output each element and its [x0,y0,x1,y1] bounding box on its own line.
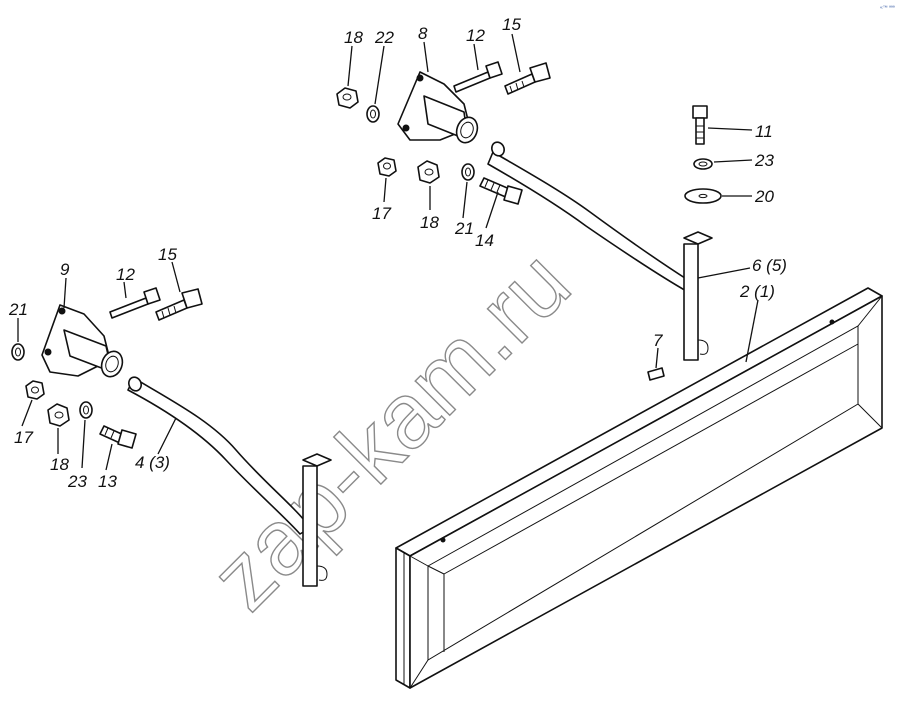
label-9: 9 [60,260,70,279]
part-22-washer [366,105,380,123]
label-21-mid: 21 [454,219,474,238]
label-18-mid: 18 [420,213,439,232]
label-11: 11 [755,122,773,141]
part-21-washer-mid [461,163,475,181]
label-15-left: 15 [158,245,177,264]
part-18-nut-mid [417,160,440,184]
part-18-nut-top [336,87,359,109]
label-8: 8 [418,24,428,43]
label-23-left: 23 [67,472,87,491]
label-18-left: 18 [50,455,69,474]
part-12-bolt-top [453,61,503,93]
label-12-top: 12 [466,26,485,45]
part-17-nut-left [25,380,45,400]
part-17-nut-mid [377,157,397,177]
label-23-right: 23 [754,151,774,170]
label-17-left: 17 [14,428,33,447]
flange-8 [397,71,479,144]
flange-9 [41,304,124,378]
part-21-washer-left [11,343,25,361]
part-11-bolt [692,105,708,145]
label-4-3: 4 (3) [135,453,170,472]
label-20: 20 [754,187,774,206]
label-6-5: 6 (5) [752,256,787,275]
label-22: 22 [374,28,394,47]
bracket-4-3 [127,376,332,587]
part-23-washer-left [79,401,93,419]
label-12-left: 12 [116,265,135,284]
part-labels: 18 22 8 12 15 11 23 20 17 18 21 14 6 (5)… [8,15,787,491]
leader-lines [17,33,759,471]
label-18-top: 18 [344,28,363,47]
part-18-nut-left [47,403,70,427]
label-14: 14 [475,231,494,250]
label-2-1: 2 (1) [739,282,775,301]
label-15-top: 15 [502,15,521,34]
part-12-bolt-left [109,287,161,319]
part-7-clip [647,367,665,381]
part-14-bolt [479,177,523,205]
label-7: 7 [653,331,663,350]
label-13: 13 [98,472,117,491]
corner-mark: «™ ªªª [880,5,895,11]
bracket-6-5 [487,141,713,361]
part-15-bolt-left [155,288,203,321]
label-17-mid: 17 [372,204,391,223]
part-20-washer [684,188,722,204]
part-15-bolt-top [504,62,551,95]
label-21-left: 21 [8,300,28,319]
part-13-bolt [99,425,137,449]
part-23-washer-right [693,158,713,170]
frame-2-1 [395,287,883,689]
